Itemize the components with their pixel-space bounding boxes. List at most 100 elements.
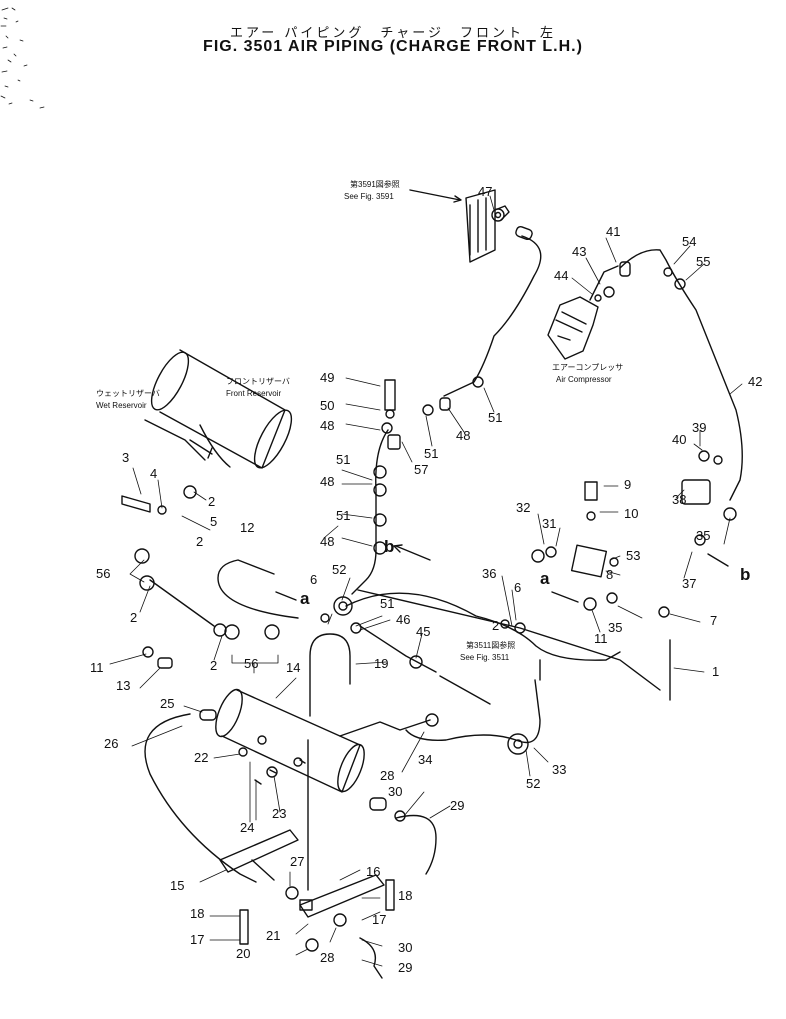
part-number-label: 57 <box>414 462 428 477</box>
part-number-label: 51 <box>380 596 394 611</box>
connector-a-left: a <box>300 589 310 608</box>
part-number-label: 29 <box>398 960 412 975</box>
part-number-label: 56 <box>244 656 258 671</box>
part-number-label: 15 <box>170 878 184 893</box>
note-front-reservoir-jp: フロントリザーバ <box>226 377 290 386</box>
part-number-label: 18 <box>190 906 204 921</box>
part-number-label: 22 <box>194 750 208 765</box>
note-air-compressor-jp: エアーコンプレッサ <box>552 363 623 372</box>
fittings <box>121 208 737 952</box>
part-number-label: 14 <box>286 660 300 675</box>
part-number-label: 17 <box>372 912 386 927</box>
scan-noise <box>0 7 45 109</box>
part-number-label: 27 <box>290 854 304 869</box>
air-compressor <box>547 265 619 360</box>
part-number-label: 6 <box>310 572 317 587</box>
wet-reservoir-tank <box>215 688 365 793</box>
part-number-label: 2 <box>492 618 499 633</box>
part-number-label: 35 <box>696 528 710 543</box>
part-number-label: 30 <box>388 784 402 799</box>
part-number-label: 13 <box>116 678 130 693</box>
part-number-label: 44 <box>554 268 568 283</box>
part-number-label: 16 <box>366 864 380 879</box>
part-number-label: 34 <box>418 752 432 767</box>
part-number-label: 3 <box>122 450 129 465</box>
note-air-compressor-en: Air Compressor <box>556 375 612 384</box>
part-number-label: 38 <box>672 492 686 507</box>
part-number-label: 52 <box>332 562 346 577</box>
part-number-label: 48 <box>456 428 470 443</box>
part-number-label: 37 <box>682 576 696 591</box>
part-number-label: 47 <box>478 184 492 199</box>
note-see-3591-jp: 第3591図参照 <box>350 179 400 189</box>
part-number-label: 49 <box>320 370 334 385</box>
front-reservoir <box>144 349 293 469</box>
part-number-label: 5 <box>210 514 217 529</box>
part-number-label: 43 <box>572 244 586 259</box>
part-number-label: 35 <box>608 620 622 635</box>
part-number-label: 30 <box>398 940 412 955</box>
part-number-label: 2 <box>196 534 203 549</box>
part-number-label: 19 <box>374 656 388 671</box>
direction-arrows <box>275 189 729 603</box>
diagram-notes: 第3591図参照 See Fig. 3591 第3511図参照 See Fig.… <box>96 179 623 662</box>
part-number-label: 9 <box>624 477 631 492</box>
mount-bracket <box>465 189 510 263</box>
title-english: FIG. 3501 AIR PIPING (CHARGE FRONT L.H.) <box>203 38 583 55</box>
part-number-label: 53 <box>626 548 640 563</box>
part-number-label: 40 <box>672 432 686 447</box>
part-number-label: 51 <box>424 446 438 461</box>
part-number-label: 4 <box>150 466 157 481</box>
part-number-label: 28 <box>320 950 334 965</box>
part-number-label: 52 <box>526 776 540 791</box>
part-number-label: 2 <box>210 658 217 673</box>
part-number-label: 11 <box>594 631 608 646</box>
connector-letters: a a b b <box>300 537 750 608</box>
leader-lines <box>109 195 743 967</box>
part-number-label: 1 <box>712 664 719 679</box>
connector-a-right: a <box>540 569 550 588</box>
note-see-3511-jp: 第3511図参照 <box>466 640 515 650</box>
part-number-label: 11 <box>90 660 104 675</box>
part-number-label: 29 <box>450 798 464 813</box>
part-number-label: 21 <box>266 928 280 943</box>
part-number-label: 50 <box>320 398 334 413</box>
part-number-label: 23 <box>272 806 286 821</box>
part-number-label: 2 <box>130 610 137 625</box>
part-number-label: 20 <box>236 946 250 961</box>
part-number-label: 45 <box>416 624 430 639</box>
part-number-label: 12 <box>240 520 254 535</box>
part-number-label: 51 <box>336 508 350 523</box>
part-number-label: 25 <box>160 696 174 711</box>
part-number-label: 36 <box>482 566 496 581</box>
part-number-label: 17 <box>190 932 204 947</box>
part-number-label: 56 <box>96 566 110 581</box>
part-number-label: 41 <box>606 224 620 239</box>
note-see-3511-en: See Fig. 3511 <box>460 653 510 662</box>
part-number-label: 33 <box>552 762 566 777</box>
part-number-label: 39 <box>692 420 706 435</box>
connector-b-right: b <box>740 565 750 584</box>
part-number-label: 51 <box>488 410 502 425</box>
note-wet-reservoir-jp: ウェットリザーバ <box>96 389 160 398</box>
note-see-3591-en: See Fig. 3591 <box>344 192 394 201</box>
part-number-label: 18 <box>398 888 412 903</box>
part-number-label: 10 <box>624 506 638 521</box>
part-number-label: 48 <box>320 474 334 489</box>
connector-b-top: b <box>384 537 394 556</box>
part-number-label: 42 <box>748 374 762 389</box>
part-number-label: 31 <box>542 516 556 531</box>
part-number-label: 55 <box>696 254 710 269</box>
part-number-label: 32 <box>516 500 530 515</box>
part-number-label: 51 <box>336 452 350 467</box>
part-number-label: 48 <box>320 418 334 433</box>
pipe-lines <box>144 235 743 979</box>
part-number-labels: 1222223456678910111112131415161717181819… <box>90 184 762 975</box>
part-number-label: 48 <box>320 534 334 549</box>
part-number-label: 46 <box>396 612 410 627</box>
part-number-label: 2 <box>208 494 215 509</box>
title-japanese: エアー パイピング チャージ フロント 左 <box>230 26 556 41</box>
part-number-label: 8 <box>606 567 613 582</box>
